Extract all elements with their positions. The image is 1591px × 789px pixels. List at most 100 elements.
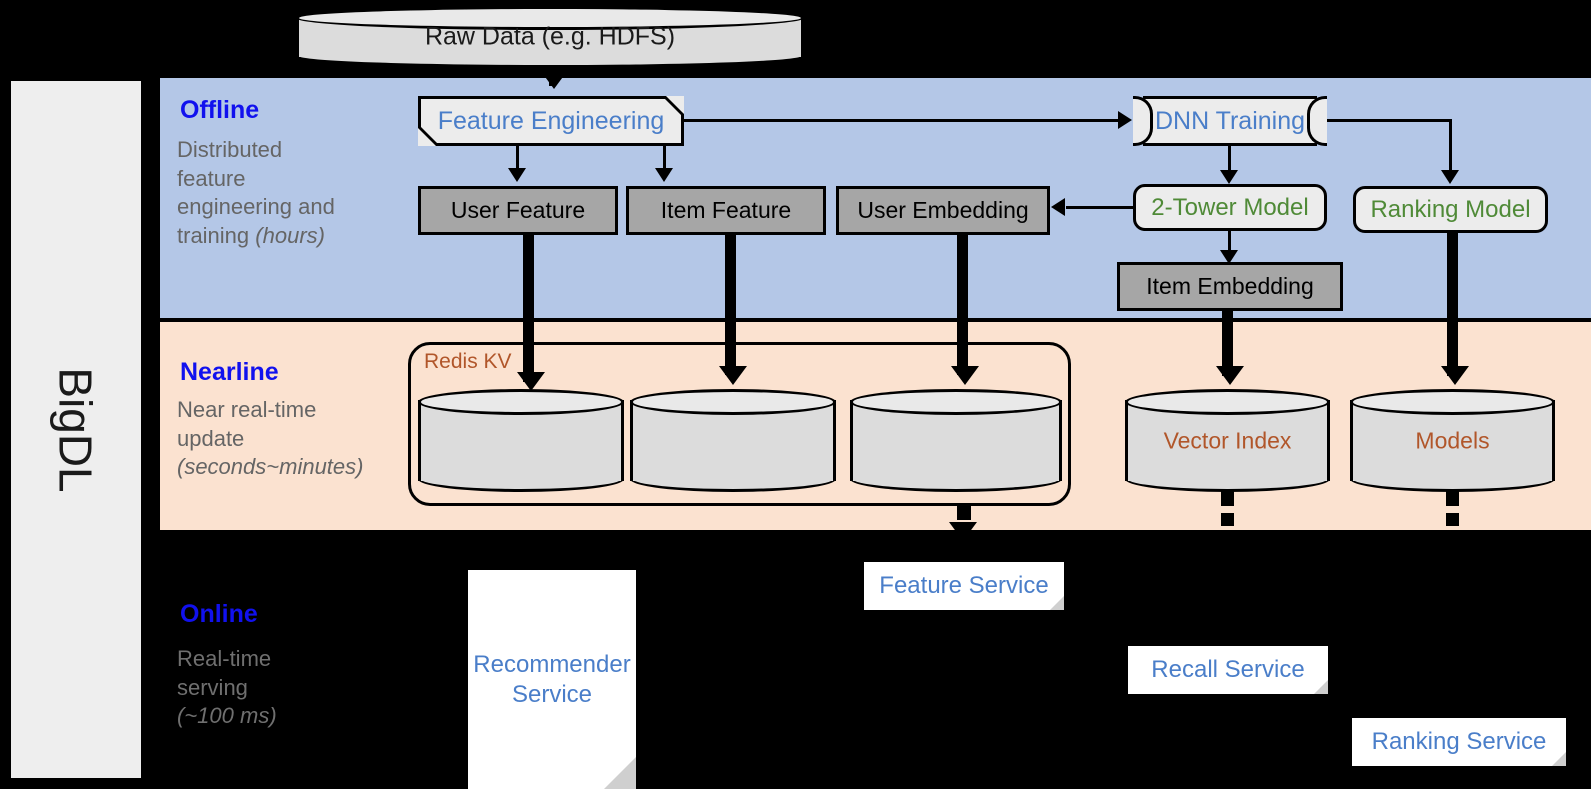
recommender-service-label-l1: Recommender: [473, 650, 631, 678]
dash-models-ranking-2: [1446, 513, 1459, 526]
models-label: Models: [1415, 427, 1490, 453]
online-sub-l2: serving: [177, 674, 248, 700]
ranking-service-label: Ranking Service: [1371, 728, 1547, 755]
nearline-sub-l2: update: [177, 425, 245, 451]
arrowhead-dnn-twotower: [1220, 170, 1238, 184]
node-ranking-model[interactable]: Ranking Model: [1353, 186, 1548, 233]
raw-data-store[interactable]: Raw Data (e.g. HDFS): [296, 6, 804, 68]
node-models[interactable]: Models: [1350, 389, 1555, 492]
band-title-online: Online: [180, 600, 258, 628]
dash-redis-featureservice-1: [957, 506, 971, 520]
online-sub-italic: (~100 ms): [177, 703, 277, 729]
recall-service-label: Recall Service: [1151, 656, 1305, 683]
band-subtitle-online: Real-time serving (~100 ms): [177, 645, 392, 731]
arrowhead-redis-featureservice: [949, 522, 977, 541]
arrowhead-twotower-itemembedding: [1220, 250, 1238, 264]
node-recommender-service[interactable]: Recommender Service: [468, 570, 636, 789]
recommender-service-label-l2: Service: [511, 680, 593, 708]
dnn-training-mid: [1143, 96, 1317, 146]
pipe-rankingmodel-to-models: [1447, 233, 1458, 376]
pipe-userembedding-to-redis: [957, 235, 968, 375]
connector-featureeng-itemfeature: [663, 146, 666, 172]
bigdl-sidebar: BigDL: [8, 78, 144, 781]
bigdl-label: BigDL: [49, 366, 102, 493]
arrowhead-featureeng-dnn: [1118, 111, 1132, 129]
feature-service-label: Feature Service: [879, 572, 1049, 599]
raw-data-label: Raw Data (e.g. HDFS): [424, 22, 676, 51]
offline-sub-l1: Distributed: [177, 137, 283, 162]
pipe-userfeature-to-redis: [523, 235, 534, 382]
redis-cyl3-top: [850, 389, 1062, 415]
node-recall-service[interactable]: Recall Service: [1128, 646, 1328, 694]
node-feature-service[interactable]: Feature Service: [864, 562, 1064, 610]
arrowhead-dnn-ranking: [1441, 170, 1459, 184]
node-feature-engineering[interactable]: Feature Engineering: [418, 96, 684, 146]
online-sub-l1: Real-time: [177, 646, 272, 671]
connector-dnn-ranking-v: [1449, 119, 1452, 175]
node-user-embedding[interactable]: User Embedding: [836, 186, 1050, 235]
connector-dnn-ranking-h: [1327, 119, 1452, 122]
arrowhead-itemfeature-redis: [719, 366, 747, 385]
node-ranking-service[interactable]: Ranking Service: [1352, 718, 1566, 766]
redis-cyl2-top: [630, 389, 836, 415]
node-item-embedding[interactable]: Item Embedding: [1117, 262, 1343, 311]
user-embedding-label: User Embedding: [857, 197, 1029, 224]
arrowhead-userfeature-redis: [517, 372, 545, 391]
pipe-itemfeature-to-redis: [725, 235, 736, 375]
dash-vectorindex-recall-2: [1221, 513, 1234, 526]
models-top: [1350, 389, 1555, 415]
ranking-model-label: Ranking Model: [1370, 195, 1531, 223]
arrowhead-featureeng-itemfeature: [655, 168, 673, 182]
user-feature-label: User Feature: [450, 197, 586, 224]
offline-sub-italic: (hours): [255, 222, 325, 248]
redis-cylinder-user-feature[interactable]: [418, 389, 624, 492]
feature-service-fold-icon: [1050, 596, 1064, 610]
connector-dnn-twotower: [1228, 146, 1231, 174]
offline-sub-l3: engineering and: [177, 194, 335, 220]
pipe-itemembedding-to-vectorindex: [1222, 311, 1233, 376]
two-tower-model-label: 2-Tower Model: [1151, 193, 1309, 221]
recommender-service-fold-icon: [604, 757, 636, 789]
node-vector-index[interactable]: Vector Index: [1125, 389, 1330, 492]
arrowhead-itemembedding-vectorindex: [1216, 366, 1244, 385]
redis-kv-label: Redis KV: [424, 350, 512, 373]
node-dnn-training[interactable]: DNN Training: [1133, 96, 1327, 146]
nearline-sub-italic: (seconds~minutes): [177, 454, 364, 480]
connector-twotower-itemembedding: [1228, 231, 1231, 255]
arrowhead-featureeng-userfeature: [508, 168, 526, 182]
redis-kv-container[interactable]: [408, 342, 1071, 506]
dnn-training-shape: [1133, 96, 1327, 146]
band-title-nearline: Nearline: [180, 358, 279, 386]
arrowhead-userembedding-redis: [951, 366, 979, 385]
dnn-training-right-cap: [1307, 96, 1327, 146]
item-feature-label: Item Feature: [660, 197, 792, 224]
vector-index-label: Vector Index: [1163, 427, 1292, 453]
node-user-feature[interactable]: User Feature: [418, 186, 618, 235]
vector-index-top: [1125, 389, 1330, 415]
band-title-offline: Offline: [180, 96, 260, 124]
offline-sub-l2: feature: [177, 165, 246, 191]
raw-data-top-ellipse: [296, 6, 804, 30]
recall-service-fold-icon: [1314, 680, 1328, 694]
connector-featureeng-dnn: [684, 119, 1118, 122]
item-embedding-label: Item Embedding: [1146, 273, 1314, 300]
node-item-feature[interactable]: Item Feature: [626, 186, 826, 235]
connector-featureeng-userfeature: [516, 146, 519, 172]
arrowhead-twotower-userembedding: [1051, 198, 1065, 216]
arrowhead-rawdata-featureeng: [540, 70, 568, 89]
band-subtitle-nearline: Near real-time update (seconds~minutes): [177, 396, 392, 482]
dash-models-ranking-1: [1446, 490, 1459, 506]
redis-cylinder-user-embedding[interactable]: [850, 389, 1062, 492]
arrowhead-rankingmodel-models: [1441, 366, 1469, 385]
connector-twotower-userembedding: [1066, 206, 1136, 209]
node-two-tower-model[interactable]: 2-Tower Model: [1133, 184, 1327, 231]
redis-cylinder-item-feature[interactable]: [630, 389, 836, 492]
nearline-sub-l1: Near real-time: [177, 397, 317, 422]
feature-engineering-shape: [418, 96, 684, 146]
dnn-training-label: DNN Training: [1154, 106, 1306, 135]
redis-cyl1-top: [418, 389, 624, 415]
feature-engineering-label: Feature Engineering: [437, 106, 665, 135]
offline-sub-l4: training: [177, 222, 256, 248]
dash-vectorindex-recall-1: [1221, 490, 1234, 506]
